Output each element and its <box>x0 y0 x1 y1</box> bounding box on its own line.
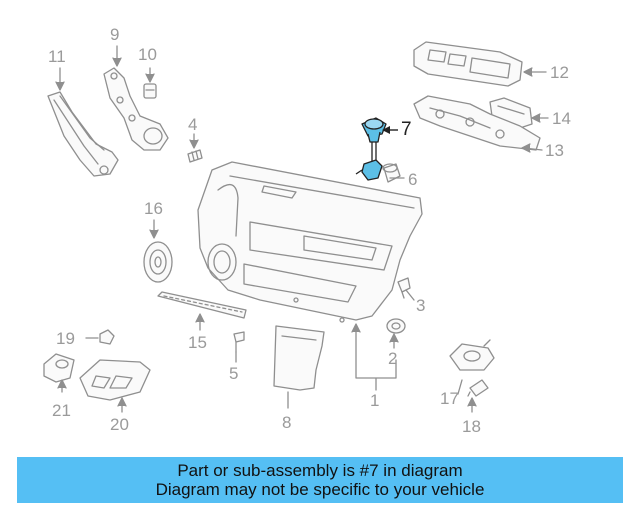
leader-arrow-9 <box>112 57 122 67</box>
part-21-switch[interactable] <box>43 353 75 383</box>
part-12-switch-bezel[interactable] <box>413 41 523 87</box>
leader-arrow-21 <box>57 379 67 389</box>
leader-arrow-2 <box>389 333 399 343</box>
callout-6: 6 <box>408 170 418 189</box>
part-20-window-switch[interactable] <box>79 359 151 401</box>
callout-1: 1 <box>370 391 380 410</box>
callout-12: 12 <box>550 63 569 82</box>
leader-3 <box>405 289 415 301</box>
leader-arrow-15 <box>195 313 205 323</box>
part-4-screw[interactable] <box>187 149 203 163</box>
leader-arrow-13 <box>521 143 531 153</box>
callout-5: 5 <box>229 364 239 383</box>
leader-arrow-18 <box>467 397 477 407</box>
callout-21: 21 <box>52 401 71 420</box>
part-3-clip[interactable] <box>397 277 411 299</box>
part-7-lock-rod-highlighted[interactable] <box>355 117 387 181</box>
part-10-clip[interactable] <box>143 83 157 99</box>
callout-8: 8 <box>282 413 292 432</box>
part-15-trim-strip[interactable] <box>157 291 247 319</box>
callout-7: 7 <box>401 119 412 140</box>
callout-11: 11 <box>48 47 66 66</box>
callout-19: 19 <box>56 329 75 348</box>
leader-arrow-11 <box>55 81 65 91</box>
part-6-lock-knob[interactable] <box>382 163 401 183</box>
door-panel <box>197 161 423 323</box>
banner-line-2: Diagram may not be specific to your vehi… <box>155 480 485 499</box>
part-19-switch[interactable] <box>99 329 115 345</box>
leader-arrow-12 <box>523 67 533 77</box>
part-13-armrest-trim[interactable] <box>413 95 541 151</box>
part-11-grab-handle[interactable] <box>47 91 119 177</box>
callout-18: 18 <box>462 417 481 436</box>
leader-1 <box>355 325 397 391</box>
leader-arrow-4 <box>189 139 199 149</box>
leader-arrow-7 <box>382 126 390 134</box>
leader-arrow-10 <box>145 73 155 83</box>
callout-10: 10 <box>138 45 157 64</box>
callout-3: 3 <box>416 296 426 315</box>
callout-16: 16 <box>144 199 163 218</box>
leader-arrow-14 <box>531 113 541 123</box>
part-2-grommet[interactable] <box>386 318 406 334</box>
part-5-screw[interactable] <box>233 331 245 353</box>
callout-20: 20 <box>110 415 129 434</box>
leader-arrow-20 <box>117 397 127 407</box>
callout-2: 2 <box>388 349 398 368</box>
part-17-mirror-switch[interactable] <box>449 339 495 371</box>
callout-15: 15 <box>188 333 207 352</box>
callout-9: 9 <box>110 25 120 44</box>
info-banner: Part or sub-assembly is #7 in diagram Di… <box>17 457 623 503</box>
part-8-vapor-barrier[interactable] <box>273 325 325 391</box>
leader-arrow-1 <box>351 323 361 333</box>
callout-17: 17 <box>440 389 459 408</box>
callout-13: 13 <box>545 141 564 160</box>
banner-line-1: Part or sub-assembly is #7 in diagram <box>177 461 463 480</box>
leader-17 <box>457 379 463 395</box>
callout-4: 4 <box>188 115 198 134</box>
part-16-speaker[interactable] <box>143 241 173 283</box>
callout-14: 14 <box>552 109 571 128</box>
part-9-pull-handle[interactable] <box>103 67 169 151</box>
part-18-bulb[interactable] <box>467 379 489 397</box>
leader-arrow-16 <box>149 229 159 239</box>
